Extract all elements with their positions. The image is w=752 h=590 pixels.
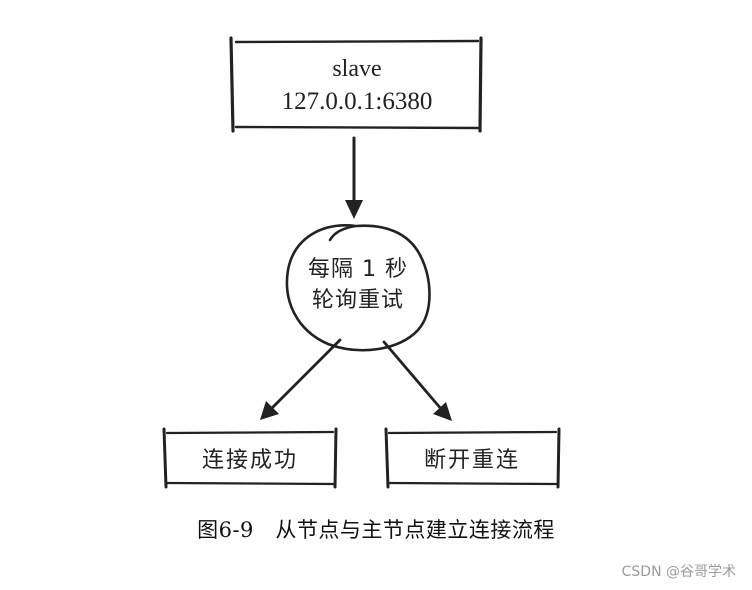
slave-address: 127.0.0.1:6380 (282, 88, 433, 115)
disconnect-node: 断开重连 (384, 427, 561, 489)
arrow-retry-to-disconnect (382, 340, 452, 421)
slave-node: slave 127.0.0.1:6380 (229, 36, 483, 133)
watermark: CSDN @谷哥学术 (621, 564, 736, 580)
arrow-slave-to-retry (345, 136, 363, 219)
retry-node: 每隔 1 秒 轮询重试 (285, 224, 431, 352)
success-label: 连接成功 (202, 448, 298, 473)
figure-caption: 图6-9 从节点与主节点建立连接流程 (197, 518, 555, 542)
retry-line-1: 每隔 1 秒 (308, 257, 408, 282)
disconnect-label: 断开重连 (424, 448, 520, 473)
success-node: 连接成功 (162, 427, 338, 489)
slave-title: slave (332, 56, 381, 82)
arrow-retry-to-success (260, 338, 342, 420)
retry-line-2: 轮询重试 (312, 288, 404, 313)
